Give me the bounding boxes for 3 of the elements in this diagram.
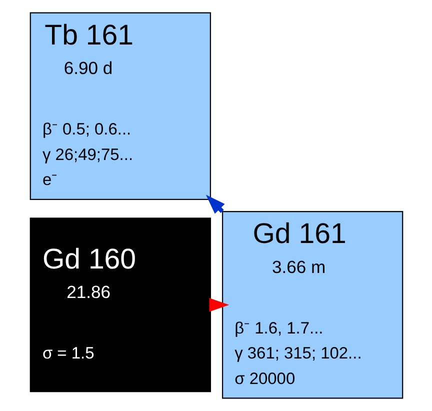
node-box: Gd 161 3.66 m β⁻ 1.6, 1.7... γ 361; 315; 102... σ 20000 (221, 210, 403, 399)
arrow (205, 194, 224, 214)
node-box: Tb 161 6.90 d β⁻ 0.5; 0.6... γ 26;49;75... e⁻ (29, 12, 211, 200)
